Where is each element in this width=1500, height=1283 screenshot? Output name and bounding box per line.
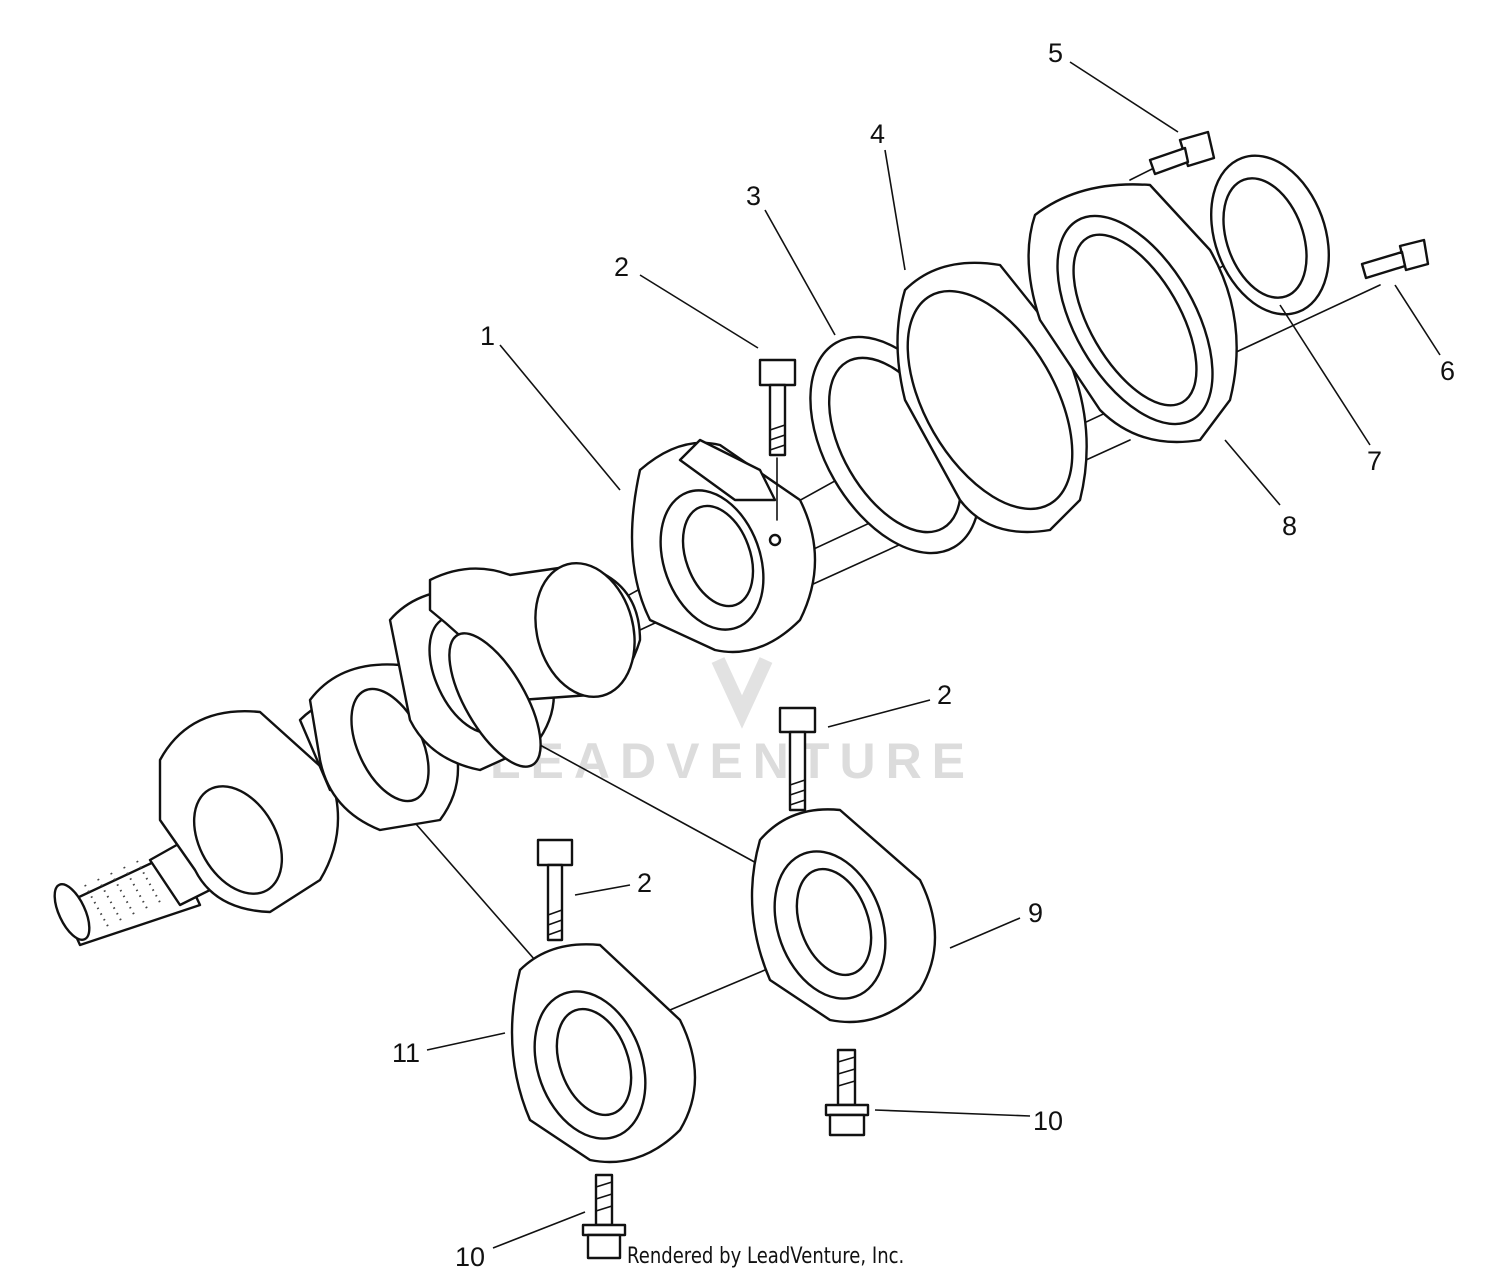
part-5-bolt	[1148, 130, 1216, 176]
callout-2-upper: 2	[614, 252, 629, 282]
part-2-bolt-middle	[778, 706, 817, 812]
callout-3: 3	[746, 181, 761, 211]
callout-5: 5	[1048, 38, 1063, 68]
part-7-seal	[1209, 154, 1331, 316]
callout-2-lower: 2	[637, 868, 652, 898]
part-2-bolt-upper	[758, 358, 797, 521]
crankshaft	[53, 561, 642, 947]
callout-2-middle: 2	[937, 680, 952, 710]
watermark-text: LEADVENTURE	[490, 733, 975, 789]
part-4-gasket-plate	[896, 261, 1088, 534]
callout-11: 11	[392, 1038, 420, 1068]
callout-7: 7	[1367, 446, 1382, 476]
part-9-bearing-carrier	[750, 808, 937, 1024]
part-8-housing	[1027, 183, 1238, 444]
part-2-bolt-lower	[536, 838, 574, 942]
part-10-bolt-middle	[824, 1048, 870, 1137]
callout-6: 6	[1440, 356, 1455, 386]
callout-10-middle: 10	[1033, 1106, 1063, 1136]
callout-labels: 1 2 2 2 3 4 5 6 7 8 9 10 10 11	[392, 38, 1455, 1272]
render-credit: Rendered by LeadVenture, Inc.	[627, 1244, 905, 1269]
callout-4: 4	[870, 119, 885, 149]
callout-10-lower: 10	[455, 1242, 485, 1272]
part-1-bearing-carrier	[630, 438, 817, 654]
leader-lines	[426, 61, 1441, 1249]
callout-8: 8	[1282, 511, 1297, 541]
callout-9: 9	[1028, 898, 1043, 928]
callout-1: 1	[480, 321, 495, 351]
part-11-bearing-carrier	[510, 943, 697, 1164]
part-6-bolt	[1360, 238, 1430, 280]
part-10-bolt-lower	[581, 1173, 627, 1260]
